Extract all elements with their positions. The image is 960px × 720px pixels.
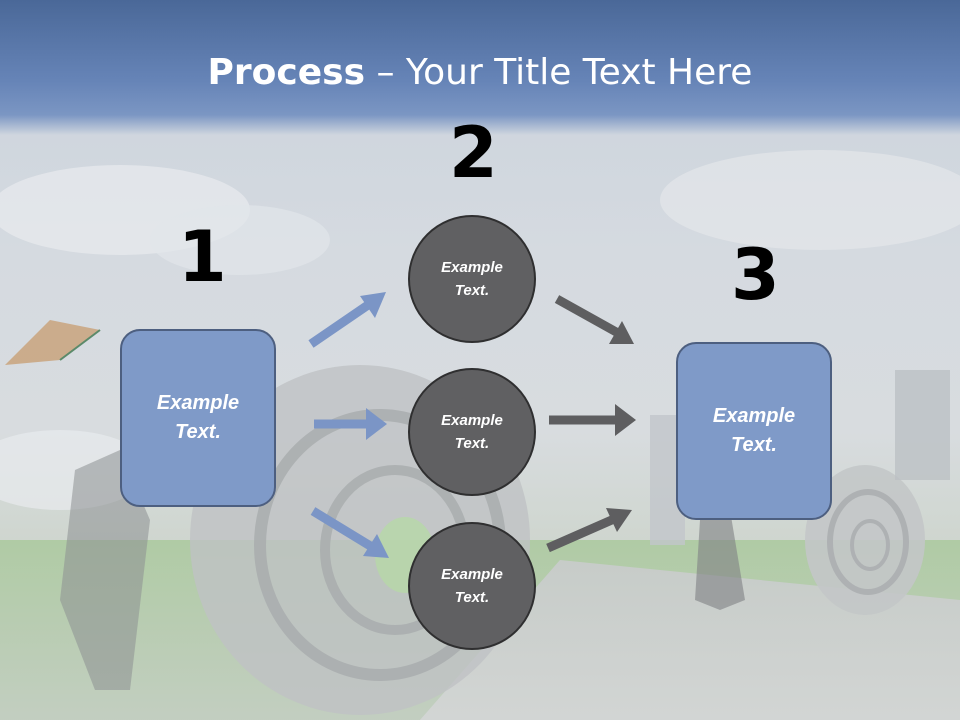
step-2-circle-bottom: Example Text. [408, 522, 536, 650]
step-2-circle-top: Example Text. [408, 215, 536, 343]
title-bold: Process [207, 52, 366, 93]
step-3-text-line1: Example [712, 405, 796, 427]
step-1-text-line1: Example [156, 392, 240, 414]
step-3-text-line2: Text. [731, 434, 777, 456]
gray-arrow-right [549, 404, 636, 436]
step-3-box: Example Text. [676, 342, 832, 520]
blue-arrow-right [314, 408, 387, 440]
circle-top-line1: Example [441, 259, 503, 276]
gray-arrow-up [546, 508, 632, 553]
circle-bottom-line2: Text. [454, 589, 490, 606]
step-2-circle-middle: Example Text. [408, 368, 536, 496]
gray-arrow-down [554, 295, 634, 344]
blue-arrow-up [308, 292, 386, 348]
blue-arrow-down [310, 507, 389, 558]
step-number-1: 1 [178, 216, 227, 298]
title-band [0, 0, 960, 135]
circle-middle-line1: Example [441, 412, 503, 429]
circle-bottom-line1: Example [441, 566, 503, 583]
step-1-text-line2: Text. [175, 421, 221, 443]
step-number-2: 2 [449, 112, 498, 194]
step-1-box: Example Text. [120, 329, 276, 507]
step-number-3: 3 [731, 234, 780, 316]
title-rest: – Your Title Text Here [365, 52, 753, 93]
slide-title: Process – Your Title Text Here [0, 52, 960, 93]
circle-top-line2: Text. [454, 282, 490, 299]
circle-middle-line2: Text. [454, 435, 490, 452]
